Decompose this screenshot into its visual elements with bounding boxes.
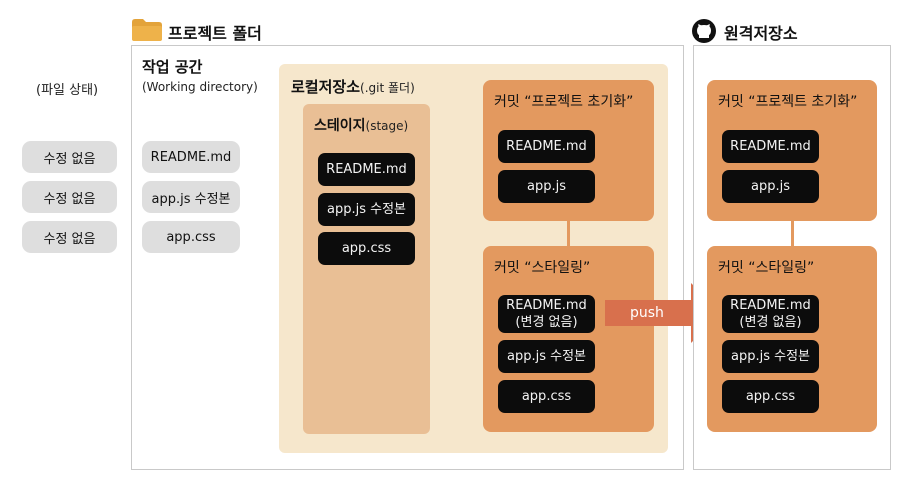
local-commit-file: app.js [498,170,595,203]
working-file: app.css [142,221,240,253]
file-status-header: (파일 상태) [36,83,99,98]
working-directory-title: 작업 공간 [142,58,203,76]
working-file: app.js 수정본 [142,181,240,213]
local-repo-header: 로컬저장소(.git 폴더) [291,76,415,97]
local-commit-file: app.css [498,380,595,413]
local-commit-file: README.md (변경 없음) [498,295,595,333]
local-repo-subtitle: (.git 폴더) [360,81,415,95]
remote-commit-connector [791,221,794,246]
remote-commit-file: app.js 수정본 [722,340,819,373]
local-repo-title: 로컬저장소 [291,78,361,96]
remote-commit-file: README.md (변경 없음) [722,295,819,333]
project-folder-title: 프로젝트 폴더 [168,24,262,43]
github-icon [692,19,716,43]
local-commit-connector [567,221,570,246]
local-commit-file: app.js 수정본 [498,340,595,373]
remote-commit-title: 커밋 “스타일링” [718,260,815,276]
push-label: push [630,305,664,321]
working-file: README.md [142,141,240,173]
stage-title: 스테이지 [314,118,366,134]
remote-repo-title: 원격저장소 [724,24,798,43]
stage-header: 스테이지(stage) [314,115,408,135]
local-commit-file: README.md [498,130,595,163]
file-status-pill: 수정 없음 [22,221,117,253]
stage-subtitle: (stage) [365,119,409,133]
folder-icon [132,19,162,41]
stage-file: app.js 수정본 [318,193,415,226]
stage-file: app.css [318,232,415,265]
remote-commit-file: app.js [722,170,819,203]
stage-file: README.md [318,153,415,186]
file-status-pill: 수정 없음 [22,181,117,213]
local-commit-title: 커밋 “스타일링” [494,260,591,276]
working-directory-subtitle: (Working directory) [142,80,258,94]
local-commit-title: 커밋 “프로젝트 초기화” [494,94,634,110]
remote-commit-title: 커밋 “프로젝트 초기화” [718,94,858,110]
remote-commit-file: app.css [722,380,819,413]
push-arrow [605,283,721,343]
file-status-pill: 수정 없음 [22,141,117,173]
remote-commit-file: README.md [722,130,819,163]
